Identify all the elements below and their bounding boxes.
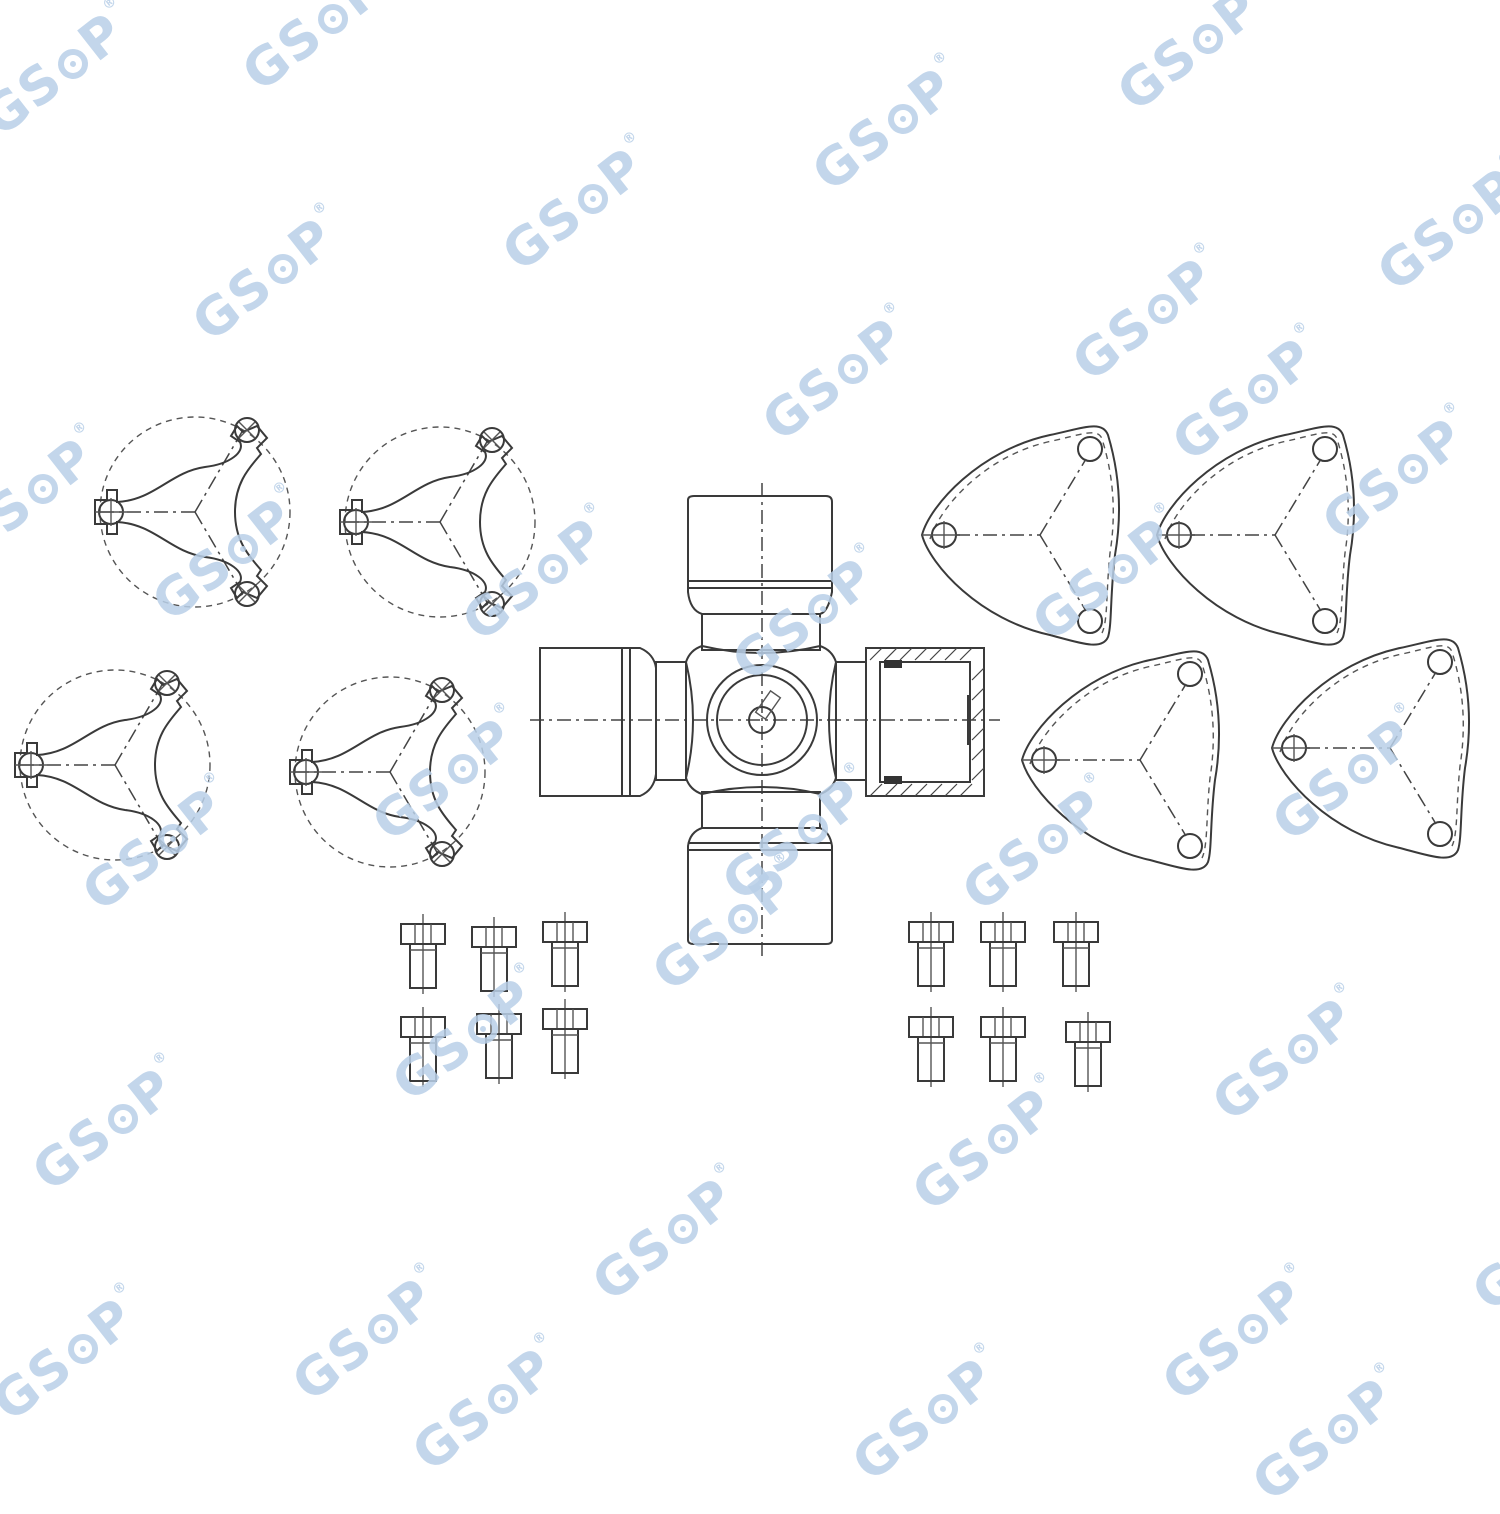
flange-spider-1	[94, 416, 291, 608]
bolt-group-left	[400, 911, 588, 1088]
flange-triangle-1	[921, 425, 1121, 646]
flange-spider-2	[339, 426, 536, 618]
flange-triangle-2	[1156, 425, 1356, 646]
flange-triangle-3	[1021, 650, 1221, 871]
flange-spider-4	[289, 676, 486, 868]
universal-joint-cross	[530, 483, 1000, 960]
flange-triangle-4	[1271, 638, 1471, 859]
flange-spider-3	[14, 669, 211, 861]
bolt-group-right	[908, 911, 1111, 1093]
